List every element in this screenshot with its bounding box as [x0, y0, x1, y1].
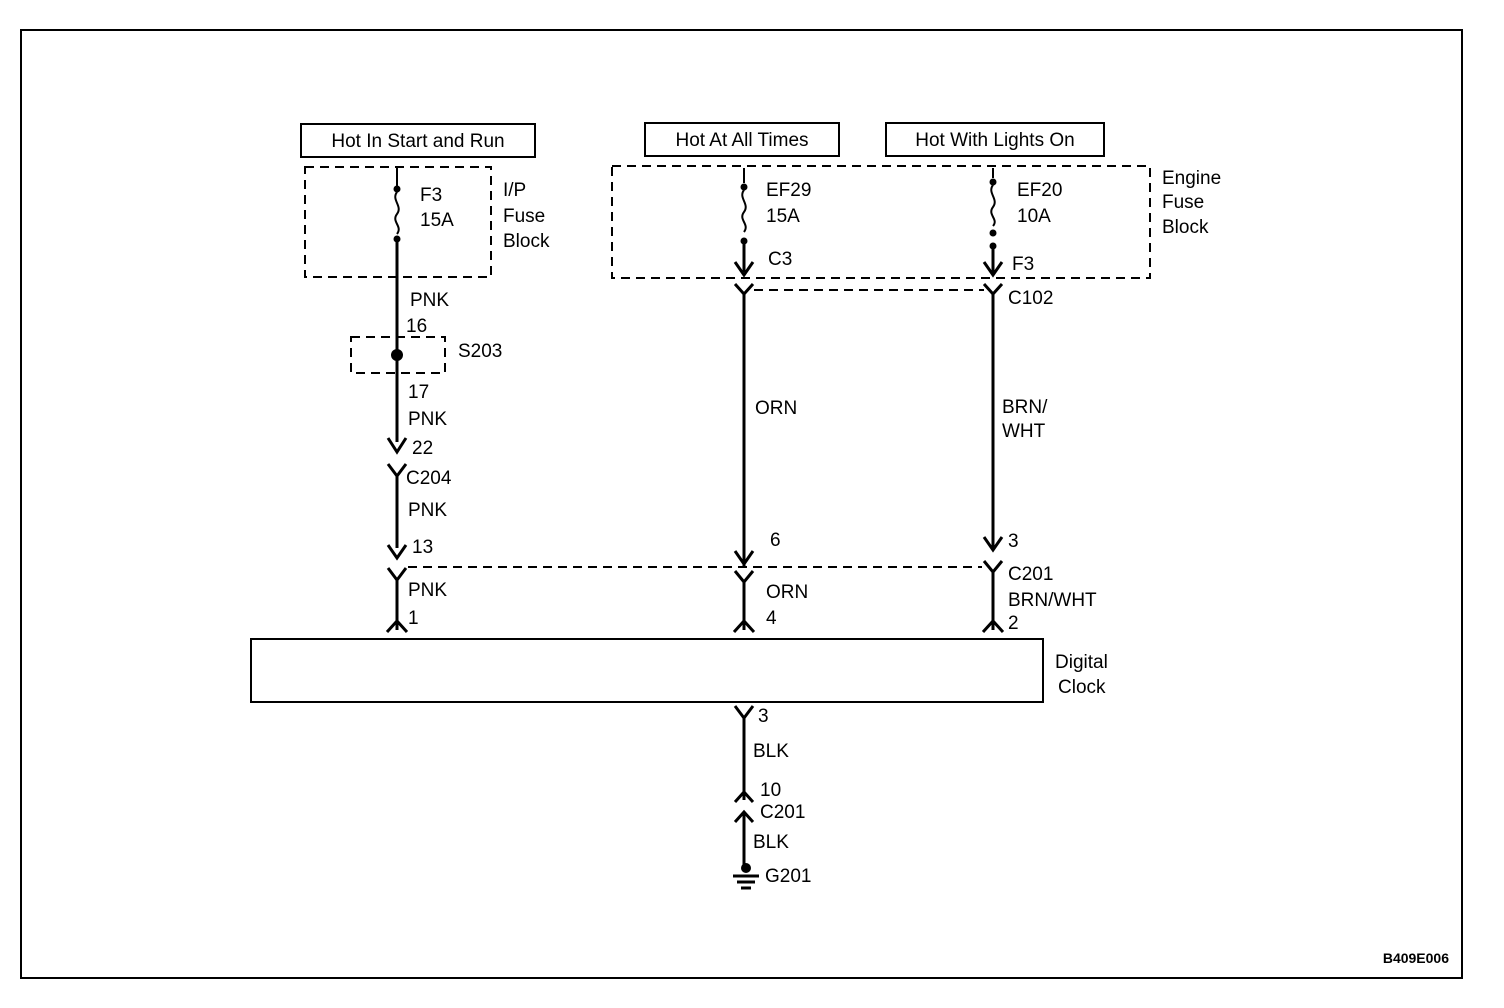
engine-fuse-block-label-2: Fuse [1162, 192, 1204, 213]
diagram-frame [20, 29, 1463, 979]
header-all-times-text: Hot At All Times [675, 130, 808, 151]
left-wire-pnk-3: PNK [408, 500, 447, 521]
connector-c201-top: C201 [1008, 564, 1053, 585]
left-pin-22: 22 [412, 438, 433, 459]
left-pin-13: 13 [412, 537, 433, 558]
left-circuit: PNK 16 S203 17 PNK 22 C204 PNK 13 PNK 1 [350, 168, 502, 634]
middle-wire-orn-1: ORN [755, 398, 797, 419]
right-circuit: C102 BRN/ WHT 3 C201 BRN/WHT 2 [981, 168, 1097, 634]
middle-circuit: ORN 6 ORN 4 [732, 168, 808, 634]
right-wire-brn-wht-1b: WHT [1002, 421, 1046, 442]
header-hot-with-lights-on: Hot With Lights On [885, 122, 1105, 157]
connector-c102: C102 [1008, 288, 1053, 309]
left-pin-16: 16 [406, 316, 427, 337]
right-pin-2: 2 [1008, 613, 1019, 634]
left-wire-pnk-2: PNK [408, 409, 447, 430]
engine-fuse-block-label-3: Block [1162, 217, 1209, 238]
left-wire-pnk-4: PNK [408, 580, 447, 601]
ip-fuse-f3-name: F3 [420, 185, 442, 206]
ip-fuse-block-label-3: Block [503, 231, 550, 252]
fuse-ef29-name: EF29 [766, 180, 811, 201]
fuse-ef29-terminal: C3 [768, 249, 792, 270]
diagram-code: B409E006 [1383, 950, 1449, 966]
fuse-ef20-name: EF20 [1017, 180, 1062, 201]
connector-c201-bottom: C201 [760, 802, 805, 823]
engine-fuse-block-label-1: Engine [1162, 168, 1221, 189]
ip-fuse-block: I/P Fuse Block F3 15A [304, 166, 550, 278]
fuse-ef29-rating: 15A [766, 206, 800, 227]
splice-s203: S203 [458, 341, 502, 362]
left-pin-17: 17 [408, 382, 429, 403]
right-wire-brn-wht-2: BRN/WHT [1008, 590, 1097, 611]
connector-c204: C204 [406, 468, 452, 489]
ground-pin-10: 10 [760, 780, 781, 801]
fuse-ef20-terminal: F3 [1012, 254, 1034, 275]
ground-wire-blk-2: BLK [753, 832, 789, 853]
header-hot-at-all-times: Hot At All Times [644, 122, 840, 157]
right-pin-3: 3 [1008, 531, 1019, 552]
digital-clock-label-1: Digital [1055, 652, 1108, 673]
middle-pin-6: 6 [770, 530, 781, 551]
header-lights-on-text: Hot With Lights On [915, 130, 1074, 151]
ip-fuse-block-label-1: I/P [503, 180, 526, 201]
left-wire-pnk-1: PNK [410, 290, 449, 311]
digital-clock: Digital Clock [250, 638, 1108, 703]
ground-circuit: 3 BLK 10 C201 BLK G201 [733, 705, 811, 890]
fuse-ef20-rating: 10A [1017, 206, 1051, 227]
header-hot-in-start-and-run: Hot In Start and Run [300, 123, 536, 158]
header-start-run-text: Hot In Start and Run [331, 131, 504, 152]
digital-clock-label-2: Clock [1058, 677, 1106, 698]
ground-wire-blk-1: BLK [753, 741, 789, 762]
right-wire-brn-wht-1a: BRN/ [1002, 397, 1048, 418]
ip-fuse-block-label-2: Fuse [503, 206, 545, 227]
ip-fuse-f3-rating: 15A [420, 210, 454, 231]
ground-g201: G201 [765, 866, 811, 887]
left-pin-1: 1 [408, 608, 419, 629]
engine-fuse-block: Engine Fuse Block EF29 15A C3 EF20 10A F… [611, 165, 1221, 279]
ground-pin-3: 3 [758, 706, 769, 727]
middle-wire-orn-2: ORN [766, 582, 808, 603]
middle-pin-4: 4 [766, 608, 777, 629]
